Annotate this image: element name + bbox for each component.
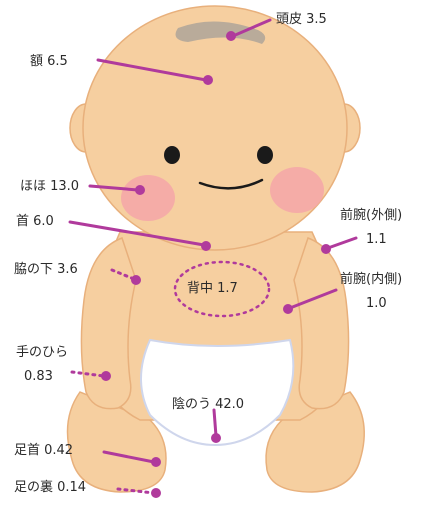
left-eye (164, 146, 180, 164)
sole-label: 足の裏 0.14 (14, 480, 86, 496)
palm-label: 手のひら 0.83 (16, 345, 68, 385)
palm-name: 手のひら (16, 345, 68, 361)
right-cheek (270, 167, 324, 213)
right-eye (257, 146, 273, 164)
diaper (141, 340, 293, 445)
back-label: 背中 1.7 (187, 281, 238, 297)
scrotum-label: 陰のう 42.0 (172, 397, 244, 413)
neck-label: 首 6.0 (16, 214, 54, 230)
right-arm (294, 238, 349, 409)
armpit-label: 脇の下 3.6 (14, 262, 78, 278)
palm-value: 0.83 (24, 369, 68, 385)
forearm-inner-name: 前腕(内側) (340, 272, 402, 288)
forearm-inner-label: 前腕(内側) 1.0 (340, 272, 402, 312)
scrotum-pointer (214, 410, 216, 436)
forehead-label: 額 6.5 (30, 54, 68, 70)
forearm-inner-value: 1.0 (366, 296, 402, 312)
ankle-label: 足首 0.42 (14, 443, 73, 459)
cheek-label: ほほ 13.0 (20, 179, 79, 195)
forearm-outer-value: 1.1 (366, 232, 402, 248)
head (83, 6, 347, 250)
left-arm (81, 238, 136, 409)
left-cheek (121, 175, 175, 221)
scalp-label: 頭皮 3.5 (276, 12, 327, 28)
forearm-outer-label: 前腕(外側) 1.1 (340, 208, 402, 248)
forearm-outer-name: 前腕(外側) (340, 208, 402, 224)
